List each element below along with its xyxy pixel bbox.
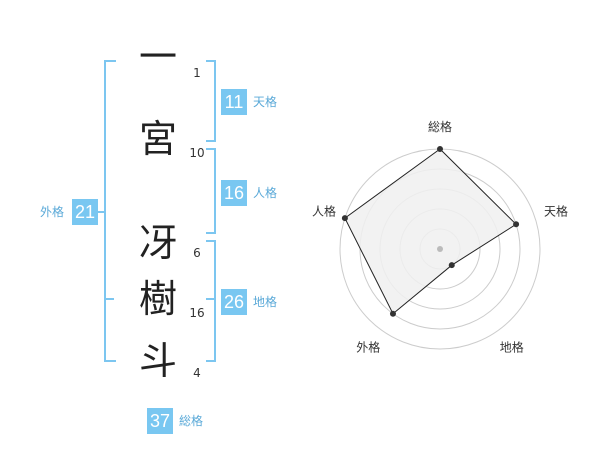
radar-point-4 <box>389 310 396 317</box>
radar-axis-label-2: 天格 <box>544 203 568 218</box>
name-char-1: 一 <box>138 35 177 79</box>
sou-label: 総格 <box>179 414 204 428</box>
radar-point-5 <box>341 215 348 222</box>
gai-label: 外格 <box>40 205 65 219</box>
jin-value-box: 16 <box>221 180 247 206</box>
jin-label: 人格 <box>253 186 278 200</box>
gai-value-box: 21 <box>72 199 98 225</box>
stroke-count-5: 4 <box>193 366 201 380</box>
radar-point-1 <box>437 146 443 152</box>
radar-point-3 <box>448 262 455 269</box>
radar-point-2 <box>513 221 520 228</box>
name-char-3: 冴 <box>138 221 177 265</box>
ten-label: 天格 <box>253 95 278 109</box>
outer-bracket-connector <box>94 211 106 213</box>
name-char-4: 樹 <box>138 277 177 321</box>
stroke-count-3: 6 <box>193 246 201 260</box>
ten-value-box: 11 <box>221 89 247 115</box>
chi-value-box: 26 <box>221 289 247 315</box>
radar-center-dot <box>437 246 443 252</box>
chi-label: 地格 <box>253 295 278 309</box>
radar-axis-label-4: 外格 <box>356 340 380 355</box>
outer-bracket-divider <box>104 298 114 300</box>
sou-value-box: 37 <box>147 408 173 434</box>
ten-bracket <box>206 60 216 142</box>
radar-axis-label-1: 総格 <box>428 119 452 134</box>
name-char-5: 斗 <box>138 339 177 383</box>
radar-points <box>341 146 520 317</box>
chi-bracket <box>206 240 216 362</box>
chi-bracket-divider <box>206 298 216 300</box>
radar-axis-label-5: 人格 <box>312 203 336 218</box>
stroke-count-2: 10 <box>189 146 205 160</box>
radar-axis-label-3: 地格 <box>500 340 524 355</box>
jin-bracket <box>206 148 216 234</box>
stroke-count-4: 16 <box>189 306 205 320</box>
radar-shape <box>344 148 517 315</box>
stroke-count-1: 1 <box>193 66 201 80</box>
name-char-2: 宮 <box>138 117 177 161</box>
